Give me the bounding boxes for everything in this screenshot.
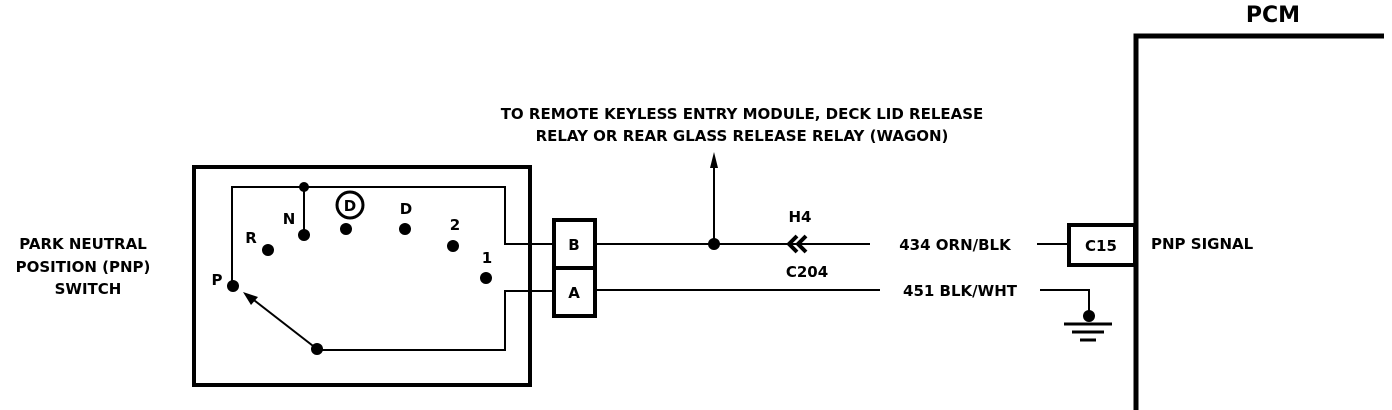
contact-overdrive — [340, 223, 352, 235]
inline-connector-name: C204 — [786, 263, 828, 281]
contact-2 — [447, 240, 459, 252]
pcm-title: PCM — [1246, 3, 1300, 28]
pnp-signal-label: PNP SIGNAL — [1151, 235, 1254, 253]
contact-dot — [299, 182, 309, 192]
position-label-n: N — [283, 210, 296, 228]
position-label-1: 1 — [482, 249, 492, 267]
c15-terminal[interactable]: C15 — [1067, 223, 1137, 267]
position-label-r: R — [245, 229, 257, 247]
inline-connector-icon — [786, 234, 808, 254]
ground-point — [1083, 310, 1095, 322]
position-label-p: P — [212, 271, 223, 289]
pin-a-box — [552, 266, 597, 318]
c15-terminal-label: C15 — [1085, 237, 1117, 255]
branch-arrow-icon — [710, 152, 718, 168]
branch-note-line-2: RELAY OR REAR GLASS RELEASE RELAY (WAGON… — [536, 127, 949, 145]
pin-a-label: A — [568, 284, 580, 302]
contact-p — [227, 280, 239, 292]
pcm-boundary — [1133, 33, 1384, 410]
inline-connector-c204[interactable]: H4 C204 — [786, 208, 828, 281]
wire-434[interactable]: 434 ORN/BLK — [597, 152, 1069, 254]
contact-r — [262, 244, 274, 256]
contact-d — [399, 223, 411, 235]
pnp-switch-label: PARK NEUTRAL POSITION (PNP) SWITCH — [16, 235, 151, 298]
pnp-switch-label-line-3: SWITCH — [55, 280, 122, 298]
inline-connector-pin: H4 — [789, 208, 812, 226]
ground-lead — [1040, 289, 1090, 315]
contact-n — [298, 229, 310, 241]
switch-contact-b-trace — [231, 186, 555, 285]
switch-contact-a-trace — [317, 290, 555, 351]
wire-451[interactable]: 451 BLK/WHT — [597, 282, 1090, 315]
wiper-arrow-icon — [243, 292, 258, 305]
contact-1 — [480, 272, 492, 284]
switch-connector[interactable]: B A — [552, 218, 597, 318]
pnp-switch[interactable]: P R N D D 2 1 — [192, 165, 555, 387]
switch-wiper — [249, 296, 318, 350]
wire-434-label: 434 ORN/BLK — [899, 236, 1012, 254]
position-label-2: 2 — [450, 216, 460, 234]
branch-note-line-1: TO REMOTE KEYLESS ENTRY MODULE, DECK LID… — [501, 105, 984, 123]
pnp-switch-label-line-1: PARK NEUTRAL — [19, 235, 147, 253]
ground-icon — [1064, 310, 1112, 342]
position-label-d: D — [400, 200, 412, 218]
position-label-overdrive: D — [344, 197, 356, 215]
wire-451-label: 451 BLK/WHT — [903, 282, 1018, 300]
pnp-switch-housing — [192, 165, 532, 387]
pnp-switch-label-line-2: POSITION (PNP) — [16, 258, 151, 276]
pin-b-label: B — [568, 236, 579, 254]
overdrive-circle-icon — [335, 190, 365, 220]
